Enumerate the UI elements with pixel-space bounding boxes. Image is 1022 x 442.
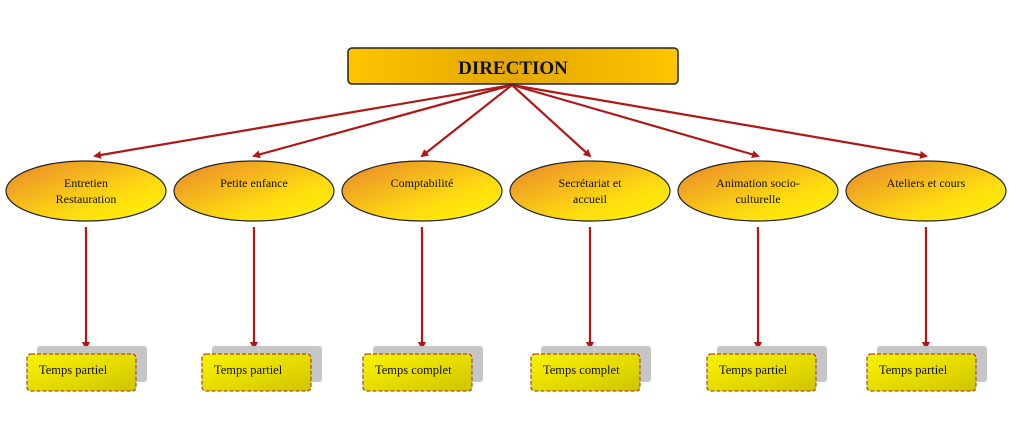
department-label: Entretien xyxy=(64,176,108,190)
department-ellipse xyxy=(173,160,335,222)
department-node[interactable]: Animation socio-culturelle xyxy=(677,160,839,222)
department-ellipse xyxy=(509,160,671,222)
arrow-direction-to-dept xyxy=(511,84,592,158)
contract-box[interactable]: Temps complet xyxy=(530,346,651,392)
contract-label: Temps partiel xyxy=(39,363,108,377)
department-node[interactable]: Petite enfance xyxy=(173,160,335,222)
department-ellipse xyxy=(845,160,1007,222)
root-node-direction[interactable]: DIRECTION xyxy=(347,47,679,85)
contract-box-face xyxy=(201,353,312,392)
contract-box[interactable]: Temps partiel xyxy=(706,346,827,392)
contract-box-face xyxy=(26,353,137,392)
root-label: DIRECTION xyxy=(458,58,568,79)
contract-box[interactable]: Temps partiel xyxy=(201,346,322,392)
department-node[interactable]: Ateliers et cours xyxy=(845,160,1007,222)
contract-label: Temps complet xyxy=(543,363,620,377)
contract-box[interactable]: Temps partiel xyxy=(866,346,987,392)
department-ellipse xyxy=(341,160,503,222)
department-label: Ateliers et cours xyxy=(887,176,966,190)
contract-box-face xyxy=(362,353,473,392)
contract-label: Temps partiel xyxy=(214,363,283,377)
department-node[interactable]: Secrétariat et accueil xyxy=(509,160,671,222)
contract-box[interactable]: Temps complet xyxy=(362,346,483,392)
contract-box-face xyxy=(706,353,817,392)
contract-label: Temps complet xyxy=(375,363,452,377)
contract-box-face xyxy=(866,353,977,392)
arrow-direction-to-dept xyxy=(93,83,513,159)
contract-label: Temps partiel xyxy=(879,363,948,377)
contract-box-face xyxy=(530,353,641,392)
department-node[interactable]: Comptabilité xyxy=(341,160,503,222)
contract-box[interactable]: Temps partiel xyxy=(26,346,147,392)
department-label: Secrétariat et xyxy=(559,176,623,190)
department-label: Comptabilité xyxy=(391,176,454,190)
contract-label: Temps partiel xyxy=(719,363,788,377)
arrow-direction-to-dept xyxy=(252,83,513,159)
arrow-direction-to-dept xyxy=(420,84,513,158)
arrow-direction-to-dept xyxy=(511,83,760,159)
department-label: Animation socio- xyxy=(716,176,800,190)
department-label: Petite enfance xyxy=(220,176,288,190)
department-label: culturelle xyxy=(735,192,780,206)
arrow-direction-to-dept xyxy=(511,83,928,159)
department-ellipse xyxy=(677,160,839,222)
department-label: accueil xyxy=(573,192,608,206)
department-label: Restauration xyxy=(56,192,117,206)
department-ellipse xyxy=(5,160,167,222)
